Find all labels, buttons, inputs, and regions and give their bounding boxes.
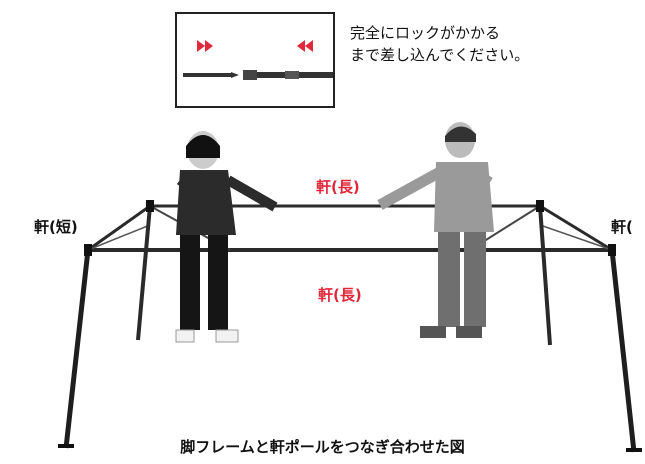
- leg-front-left: [63, 249, 91, 449]
- eave-short-right: [539, 204, 613, 252]
- instruction-line-1: 完全にロックがかかる: [350, 24, 501, 42]
- connector-inset-box: [175, 12, 335, 108]
- left-pole-segment: [183, 73, 231, 77]
- leg-back-left: [136, 205, 152, 341]
- figure-caption: 脚フレームと軒ポールをつなぎ合わせた図: [180, 438, 465, 456]
- instruction-line-2: まで差し込んでください。: [350, 46, 530, 64]
- right-double-arrow-icon: [197, 40, 213, 52]
- eave-short-label-left: 軒(短): [34, 218, 78, 236]
- connector-illustration: [183, 40, 333, 80]
- eave-short-label-right: 軒(: [611, 218, 633, 236]
- eave-short-left: [87, 204, 151, 252]
- eave-long-label-top: 軒(長): [316, 178, 360, 196]
- leg-back-right: [538, 205, 552, 346]
- person-right: [377, 122, 494, 338]
- eave-long-label-bottom: 軒(長): [318, 286, 362, 304]
- leg-front-right: [609, 249, 637, 453]
- left-double-arrow-icon: [297, 40, 313, 52]
- person-left: [175, 131, 278, 343]
- lock-instruction: 完全にロックがかかる まで差し込んでください。: [350, 22, 529, 66]
